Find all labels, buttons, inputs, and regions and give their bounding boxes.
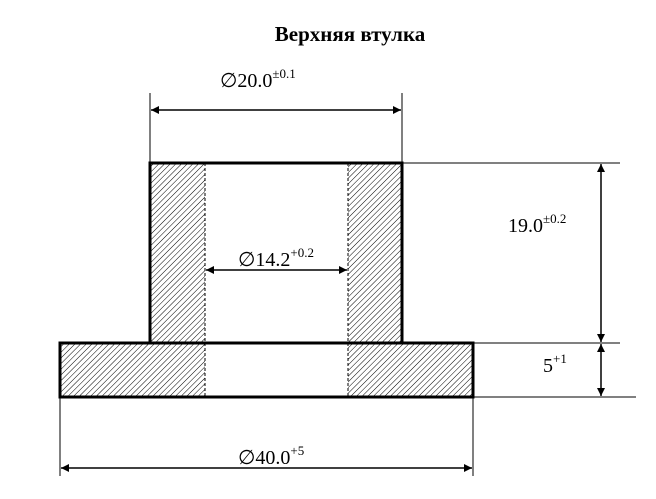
label-top-height: 19.0±0.2 bbox=[508, 211, 566, 237]
hatch-flange-right bbox=[348, 343, 473, 397]
hatch-left-wall bbox=[150, 163, 205, 343]
hatch-right-wall bbox=[348, 163, 402, 343]
hatch-flange-left bbox=[60, 343, 205, 397]
label-flange-thickness: 5+1 bbox=[543, 351, 567, 377]
label-flange-diameter: ∅40.0+5 bbox=[238, 443, 304, 469]
flange-outline bbox=[58, 341, 475, 399]
drawing-title: Верхняя втулка bbox=[275, 22, 426, 46]
label-outer-top-diameter: ∅20.0±0.1 bbox=[220, 66, 296, 92]
label-inner-diameter: ∅14.2+0.2 bbox=[238, 245, 314, 271]
